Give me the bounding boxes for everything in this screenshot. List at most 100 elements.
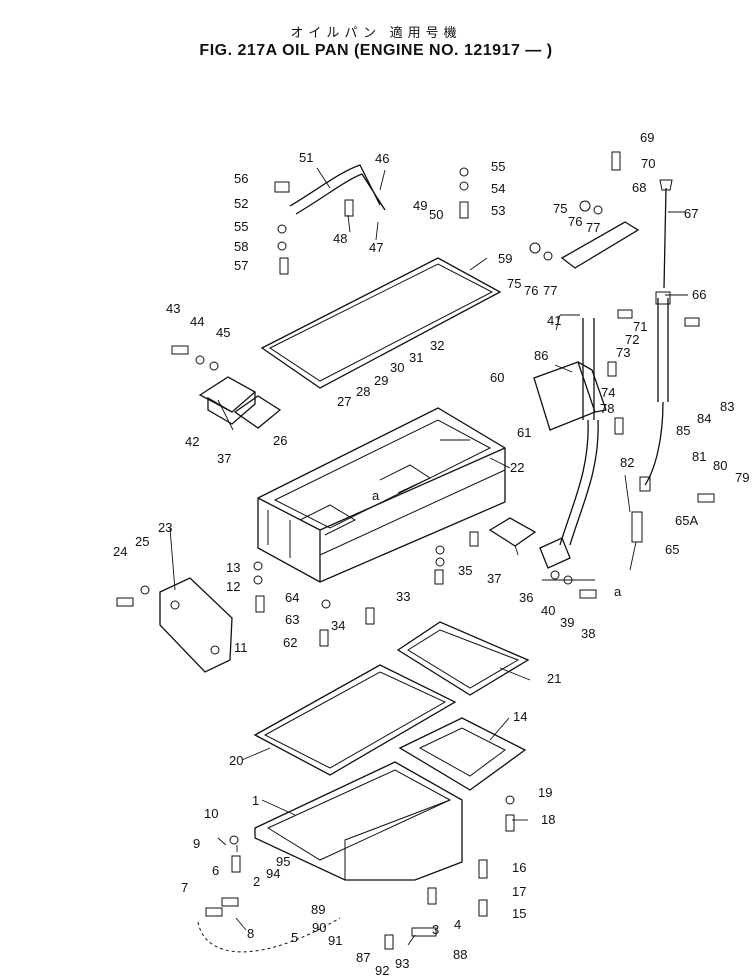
- cover-14: [398, 717, 527, 791]
- callout-69: 69: [640, 130, 654, 145]
- callout-70: 70: [641, 156, 655, 171]
- callout-labels: 1 2 3 4 5 6 7 8 9 10 11 12 13 14 15 16 1…: [113, 130, 749, 977]
- callout-1: 1: [252, 793, 259, 808]
- dipstick-67: [659, 179, 673, 289]
- callout-13: 13: [226, 560, 240, 575]
- callout-9: 9: [193, 836, 200, 851]
- callout-25: 25: [135, 534, 149, 549]
- callout-84: 84: [697, 411, 711, 426]
- callout-30: 30: [390, 360, 404, 375]
- dipstick-guide-66: [644, 291, 671, 486]
- callout-42: 42: [185, 434, 199, 449]
- gasket-21: [396, 621, 530, 696]
- callout-32: 32: [430, 338, 444, 353]
- callout-83: 83: [720, 399, 734, 414]
- callout-11: 11: [234, 640, 248, 655]
- callout-75-top: 75: [553, 201, 567, 216]
- callout-47: 47: [369, 240, 383, 255]
- oil-strainer-86: [533, 361, 607, 431]
- callout-49: 49: [413, 198, 427, 213]
- callout-62: 62: [283, 635, 297, 650]
- callout-22: 22: [510, 460, 524, 475]
- callout-68: 68: [632, 180, 646, 195]
- callout-74: 74: [601, 385, 615, 400]
- callout-37-right: 37: [487, 571, 501, 586]
- bracket-23: [159, 577, 233, 673]
- callout-41: 41: [547, 313, 561, 328]
- callout-76-top: 76: [568, 214, 582, 229]
- callout-93: 93: [395, 956, 409, 971]
- callout-45: 45: [216, 325, 230, 340]
- callout-34: 34: [331, 618, 345, 633]
- callout-94: 94: [266, 866, 280, 881]
- callout-18: 18: [541, 812, 555, 827]
- callout-3: 3: [432, 922, 439, 937]
- callout-35: 35: [458, 563, 472, 578]
- callout-4: 4: [454, 917, 461, 932]
- callout-29: 29: [374, 373, 388, 388]
- callout-16: 16: [512, 860, 526, 875]
- callout-82: 82: [620, 455, 634, 470]
- callout-80: 80: [713, 458, 727, 473]
- callout-28: 28: [356, 384, 370, 399]
- callout-73: 73: [616, 345, 630, 360]
- callout-77-bottom: 77: [543, 283, 557, 298]
- gasket-37-left: [233, 395, 282, 429]
- callout-21: 21: [547, 671, 561, 686]
- callout-57: 57: [234, 258, 248, 273]
- callout-44: 44: [190, 314, 204, 329]
- callout-53: 53: [491, 203, 505, 218]
- callout-40: 40: [541, 603, 555, 618]
- callout-39: 39: [560, 615, 574, 630]
- callout-46: 46: [375, 151, 389, 166]
- callout-64: 64: [285, 590, 299, 605]
- callout-85: 85: [676, 423, 690, 438]
- callout-95: 95: [276, 854, 290, 869]
- callout-89: 89: [311, 902, 325, 917]
- upper-gasket-59: [260, 257, 502, 389]
- callout-38: 38: [581, 626, 595, 641]
- callout-90: 90: [312, 920, 326, 935]
- leader-lines: [169, 167, 688, 946]
- callout-23: 23: [158, 520, 172, 535]
- figure-title: FIG. 217A OIL PAN (ENGINE NO. 121917 — ): [199, 42, 553, 59]
- callout-7: 7: [181, 880, 188, 895]
- callout-67: 67: [684, 206, 698, 221]
- callout-88: 88: [453, 947, 467, 962]
- callout-75-bottom: 75: [507, 276, 521, 291]
- callout-79: 79: [735, 470, 749, 485]
- callout-66: 66: [692, 287, 706, 302]
- callout-61: 61: [517, 425, 531, 440]
- callout-63: 63: [285, 612, 299, 627]
- callout-59: 59: [498, 251, 512, 266]
- callout-2: 2: [253, 874, 260, 889]
- callout-65: 65: [665, 542, 679, 557]
- gasket-37-right: [488, 517, 537, 547]
- callout-26: 26: [273, 433, 287, 448]
- callout-78: 78: [600, 401, 614, 416]
- callout-76-bottom: 76: [524, 283, 538, 298]
- callout-a-body: a: [372, 488, 380, 503]
- callout-48: 48: [333, 231, 347, 246]
- callout-8: 8: [247, 926, 254, 941]
- callout-55-top: 55: [491, 159, 505, 174]
- callout-14: 14: [513, 709, 527, 724]
- callout-77-top: 77: [586, 220, 600, 235]
- oil-pan-1: [254, 761, 463, 881]
- callout-60: 60: [490, 370, 504, 385]
- callout-12: 12: [226, 579, 240, 594]
- crankcase-body: [257, 407, 506, 583]
- callout-91: 91: [328, 933, 342, 948]
- callout-17: 17: [512, 884, 526, 899]
- cover-plate-42: [198, 376, 257, 425]
- callout-50: 50: [429, 207, 443, 222]
- lower-gasket-20: [253, 664, 457, 776]
- callout-81: 81: [692, 449, 706, 464]
- callout-6: 6: [212, 863, 219, 878]
- fasteners: [116, 151, 715, 950]
- callout-71: 71: [633, 319, 647, 334]
- callout-51: 51: [299, 150, 313, 165]
- callout-56: 56: [234, 171, 248, 186]
- callout-31: 31: [409, 350, 423, 365]
